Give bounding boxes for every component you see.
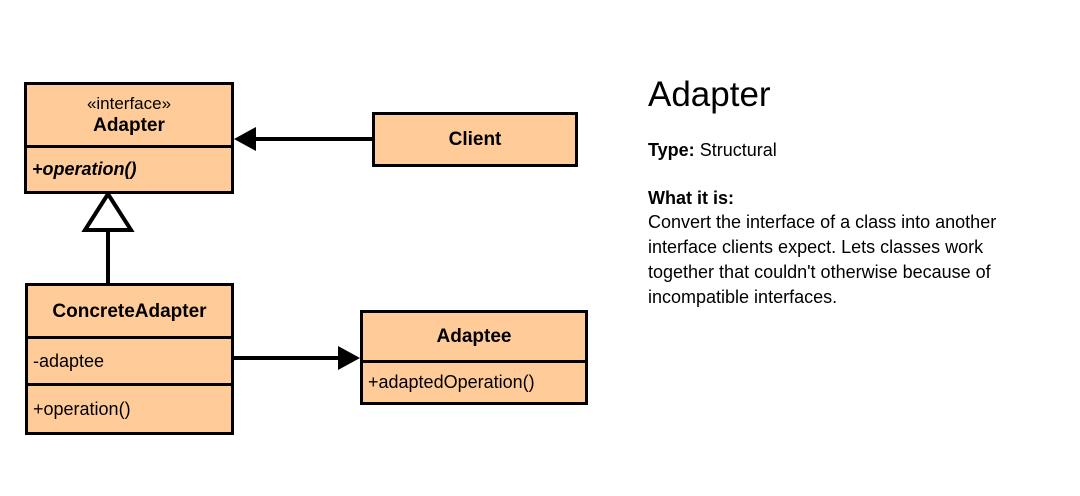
class-operations: +operation() — [28, 383, 231, 432]
uml-class-adaptee[interactable]: Adaptee +adaptedOperation() — [360, 310, 588, 405]
hollow-triangle-arrowhead-icon — [81, 190, 135, 232]
class-name: Client — [448, 129, 502, 150]
pattern-type-value: Structural — [699, 140, 777, 160]
attribute-item: -adaptee — [33, 350, 105, 371]
pattern-info-panel: Adapter Type: Structural What it is: Con… — [648, 74, 1048, 310]
operation-item: +operation() — [33, 398, 131, 419]
class-header: ConcreteAdapter — [28, 286, 231, 336]
class-operations: +adaptedOperation() — [363, 360, 585, 402]
class-stereotype: «interface» — [86, 93, 172, 113]
solid-arrowhead-icon — [338, 346, 360, 370]
pattern-type-row: Type: Structural — [648, 138, 1048, 162]
class-operations: +operation() — [27, 145, 231, 191]
uml-class-client[interactable]: Client — [372, 112, 578, 167]
connector-concrete-to-adaptee — [234, 346, 360, 370]
class-header: Adaptee — [363, 313, 585, 360]
solid-arrowhead-icon — [234, 127, 256, 151]
what-it-is-text: Convert the interface of a class into an… — [648, 212, 997, 307]
pattern-type-label: Type: — [648, 140, 695, 160]
what-it-is-label: What it is: — [648, 188, 734, 208]
class-header: Client — [375, 115, 575, 164]
operation-item: +adaptedOperation() — [368, 372, 535, 392]
connector-client-to-adapter — [234, 127, 372, 151]
class-attributes: -adaptee — [28, 336, 231, 383]
operation-item: +operation() — [32, 159, 137, 179]
class-name: ConcreteAdapter — [52, 300, 207, 322]
class-header: «interface» Adapter — [27, 85, 231, 145]
uml-class-concrete-adapter[interactable]: ConcreteAdapter -adaptee +operation() — [25, 283, 234, 435]
uml-class-adapter[interactable]: «interface» Adapter +operation() — [24, 82, 234, 194]
connector-concrete-to-adapter — [81, 190, 135, 283]
page-title: Adapter — [648, 75, 771, 114]
class-name: Adaptee — [436, 326, 512, 347]
class-name: Adapter — [93, 114, 165, 136]
